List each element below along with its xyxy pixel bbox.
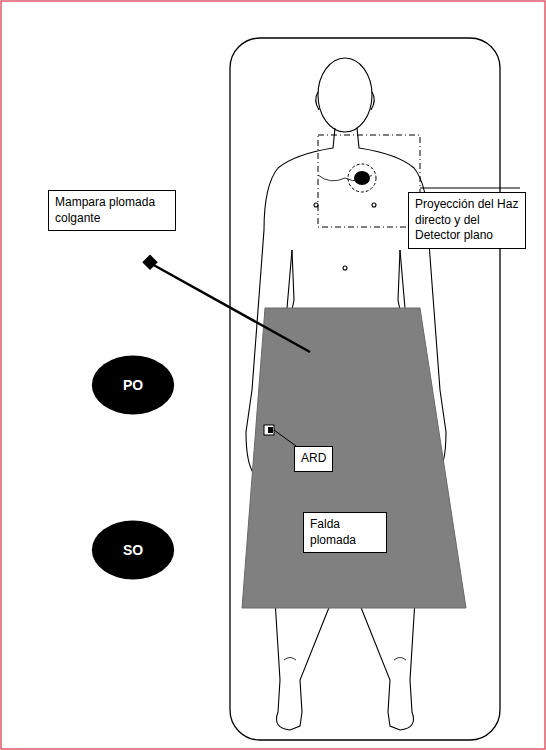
operator-position: PO [91, 355, 175, 415]
dosimeter [264, 425, 274, 435]
label-text: ARD [301, 451, 326, 467]
label-box: ARD [294, 446, 333, 472]
label-box: Proyección del Haz directo y del Detecto… [408, 192, 526, 249]
label-text: Mampara plomada colgante [55, 195, 169, 226]
operator-position: SO [91, 520, 175, 580]
label-text: SO [123, 542, 143, 558]
label-box: Mampara plomada colgante [48, 190, 176, 231]
beam-center [354, 171, 370, 185]
table-outline [230, 38, 500, 740]
label-text: Falda plomada [310, 517, 380, 548]
label-text: Proyección del Haz directo y del Detecto… [415, 197, 519, 244]
leader-line [420, 188, 520, 189]
beam-center-ring [348, 164, 376, 192]
leader-line [274, 430, 296, 446]
lead-skirt [242, 308, 466, 608]
shield-mount [142, 255, 158, 271]
beam-projection [318, 135, 420, 227]
label-text: PO [123, 377, 143, 393]
dosimeter-mark [268, 427, 273, 433]
label-box: Falda plomada [303, 512, 387, 553]
shield-arm [150, 263, 310, 352]
